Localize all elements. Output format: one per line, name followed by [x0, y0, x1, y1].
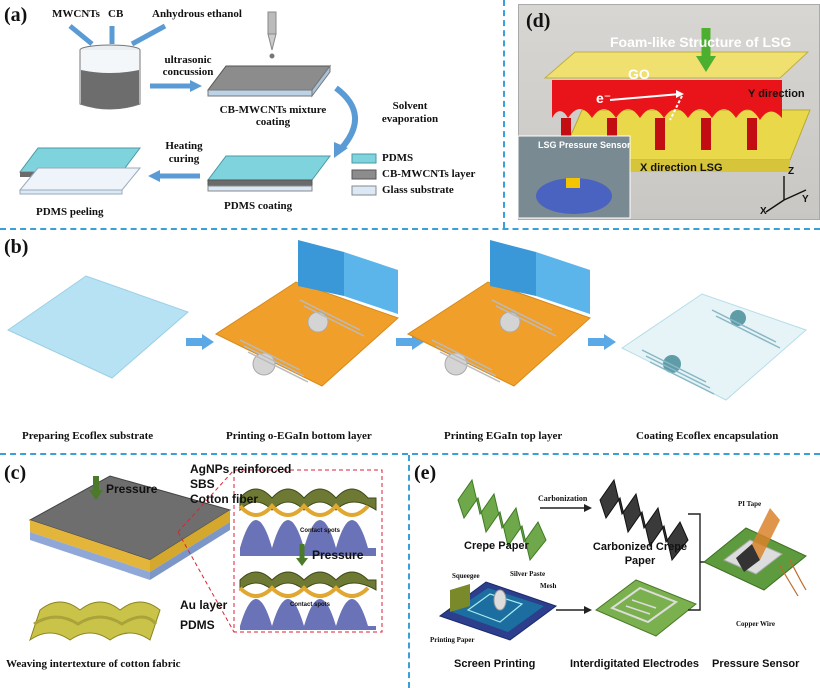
label-mixture: CB-MWCNTs mixture coating [219, 104, 327, 128]
label-contact-2: Contact spots [290, 602, 331, 608]
label-pdms-coating: PDMS coating [224, 200, 293, 212]
label-pressure-1: Pressure [106, 482, 158, 496]
label-squeegee: Squeegee [452, 572, 480, 580]
panel-c-graphic [28, 469, 383, 642]
legend-cb: CB-MWCNTs layer [382, 168, 476, 180]
legend-pdms: PDMS [382, 152, 414, 164]
panel-d-graphic [517, 28, 811, 219]
label-foam-title: Foam-like Structure of LSG [610, 34, 792, 50]
panel-b-letter: (b) [4, 236, 29, 258]
label-solvent: Solvent evaporation [381, 100, 439, 125]
panel-a-graphic [18, 11, 377, 196]
panel-b-graphic [6, 240, 807, 401]
label-cb: CB [108, 8, 124, 20]
step-b-3: Printing EGaIn top layer [444, 430, 563, 442]
label-heating: Heating curing [165, 140, 203, 165]
axis-y: Y [802, 194, 809, 205]
panel-d-letter: (d) [526, 10, 551, 32]
label-agnps: AgNPs reinforced [190, 462, 292, 476]
label-ethanol: Anhydrous ethanol [152, 8, 242, 20]
label-au: Au layer [180, 598, 228, 612]
label-silver: Silver Paste [510, 570, 546, 578]
label-pressure-2: Pressure [312, 548, 364, 562]
legend-swatch-cb [351, 169, 377, 180]
label-pi-tape: PI Tape [738, 500, 762, 508]
legend-glass: Glass substrate [382, 184, 454, 196]
step-b-1: Preparing Ecoflex substrate [22, 430, 154, 442]
label-carbonization: Carbonization [538, 494, 588, 503]
label-weaving: Weaving intertexture of cotton fabric [6, 658, 181, 670]
panel-e-letter: (e) [414, 462, 437, 484]
label-cotton: Cotton fiber [190, 492, 258, 506]
label-electron: e⁻ [596, 90, 612, 106]
label-screen: Screen Printing [454, 658, 536, 670]
label-peeling: PDMS peeling [36, 206, 104, 218]
label-inset: LSG Pressure Sensor [538, 140, 631, 150]
axis-z: Z [788, 166, 795, 177]
label-mesh: Mesh [540, 582, 557, 590]
label-go: GO [628, 66, 650, 82]
panel-c-letter: (c) [4, 462, 27, 484]
panel-a-letter: (a) [4, 4, 28, 26]
axis-x: X [760, 206, 767, 217]
label-crepe: Crepe Paper [464, 540, 529, 552]
step-b-4: Coating Ecoflex encapsulation [636, 430, 779, 442]
legend-swatch-pdms [351, 153, 377, 164]
label-contact-1: Contact spots [300, 528, 341, 534]
label-sbs: SBS [190, 477, 215, 491]
label-pdms-c: PDMS [180, 618, 215, 632]
label-y-direction: Y direction [748, 88, 805, 100]
divider-vertical-top [503, 0, 505, 228]
divider-vertical-bottom [408, 455, 410, 688]
label-electrodes: Interdigitated Electrodes [570, 658, 699, 670]
label-mwcnts: MWCNTs [52, 8, 100, 20]
step-b-2: Printing o-EGaIn bottom layer [226, 430, 372, 442]
label-sensor: Pressure Sensor [712, 658, 800, 670]
divider-top [0, 228, 820, 230]
label-carbonized: Carbonized Crepe Paper [592, 541, 688, 567]
legend-swatch-glass [351, 185, 377, 196]
label-x-direction: X direction LSG [640, 162, 723, 174]
label-printing-paper: Printing Paper [430, 636, 475, 644]
divider-middle [0, 453, 820, 455]
label-ultrasonic: ultrasonic concussion [162, 54, 214, 78]
label-copper: Copper Wire [736, 620, 775, 628]
